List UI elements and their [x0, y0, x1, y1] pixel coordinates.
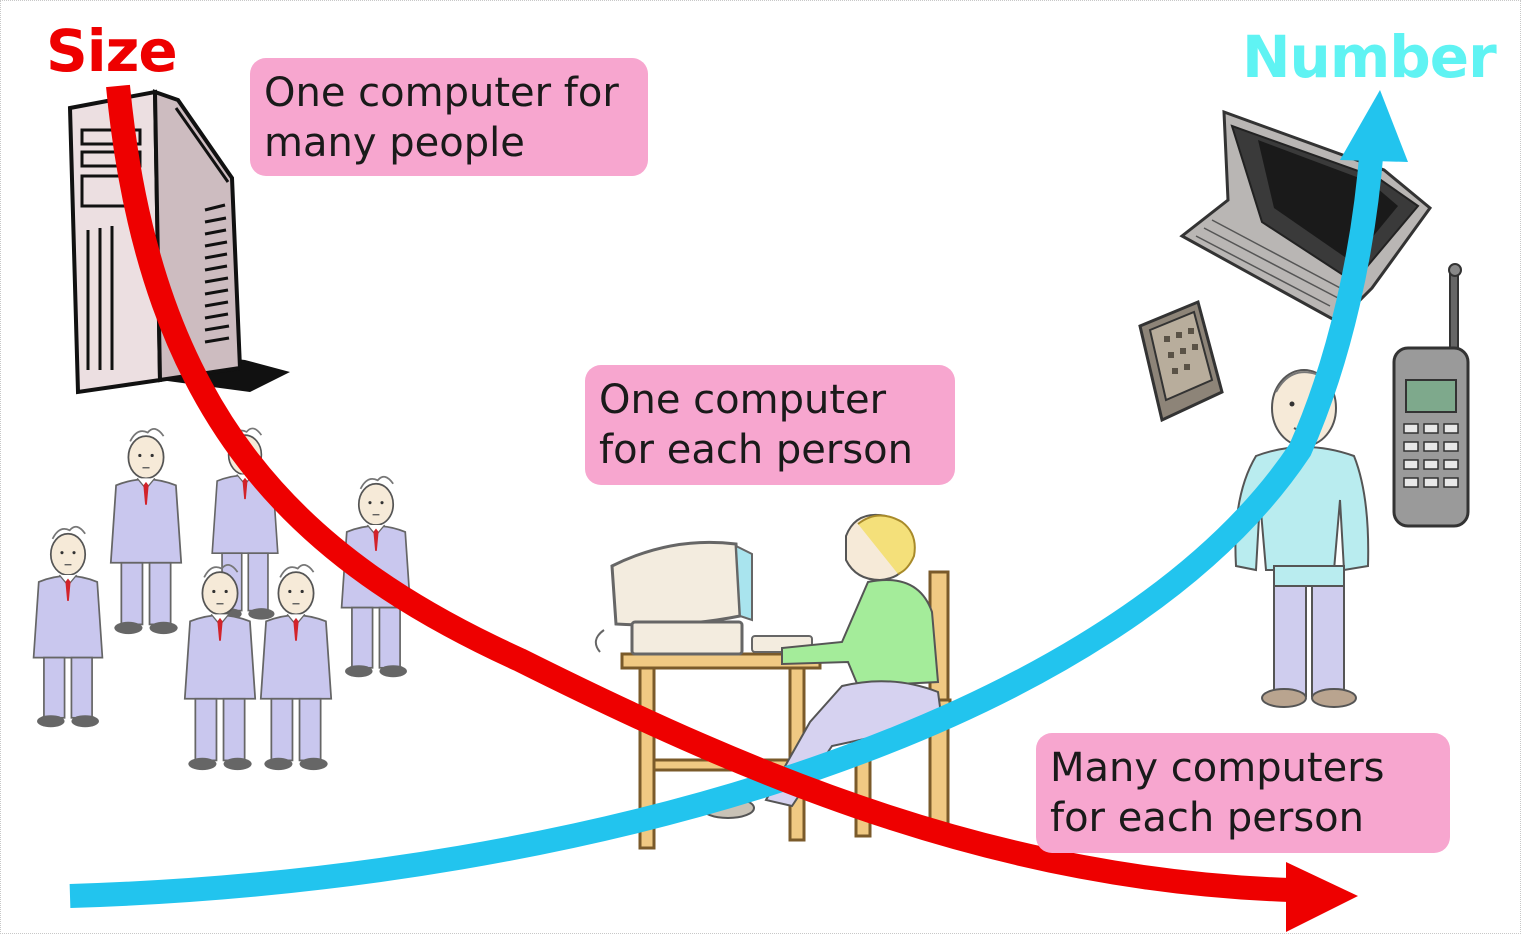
- business-people-icon: [32, 427, 412, 771]
- size-trend-arrow: [106, 84, 1358, 932]
- callout-one-computer-each-person: One computer for each person: [585, 365, 955, 485]
- callout-line: for each person: [1050, 795, 1365, 841]
- number-trend-arrow: [69, 90, 1408, 908]
- mobile-phone-icon: [1392, 263, 1470, 528]
- callout-line: One computer for: [264, 70, 619, 116]
- pda-icon: [1138, 299, 1224, 423]
- size-axis-label: Size: [46, 17, 178, 85]
- desktop-computer-user-icon: [594, 514, 952, 850]
- callout-line: One computer: [599, 377, 887, 423]
- callout-line: Many computers: [1050, 745, 1385, 791]
- callout-line: for each person: [599, 427, 914, 473]
- number-axis-label: Number: [1242, 23, 1497, 91]
- callout-line: many people: [264, 120, 525, 166]
- callout-many-computers-each-person: Many computers for each person: [1036, 733, 1450, 853]
- callout-one-computer-many-people: One computer for many people: [250, 58, 648, 176]
